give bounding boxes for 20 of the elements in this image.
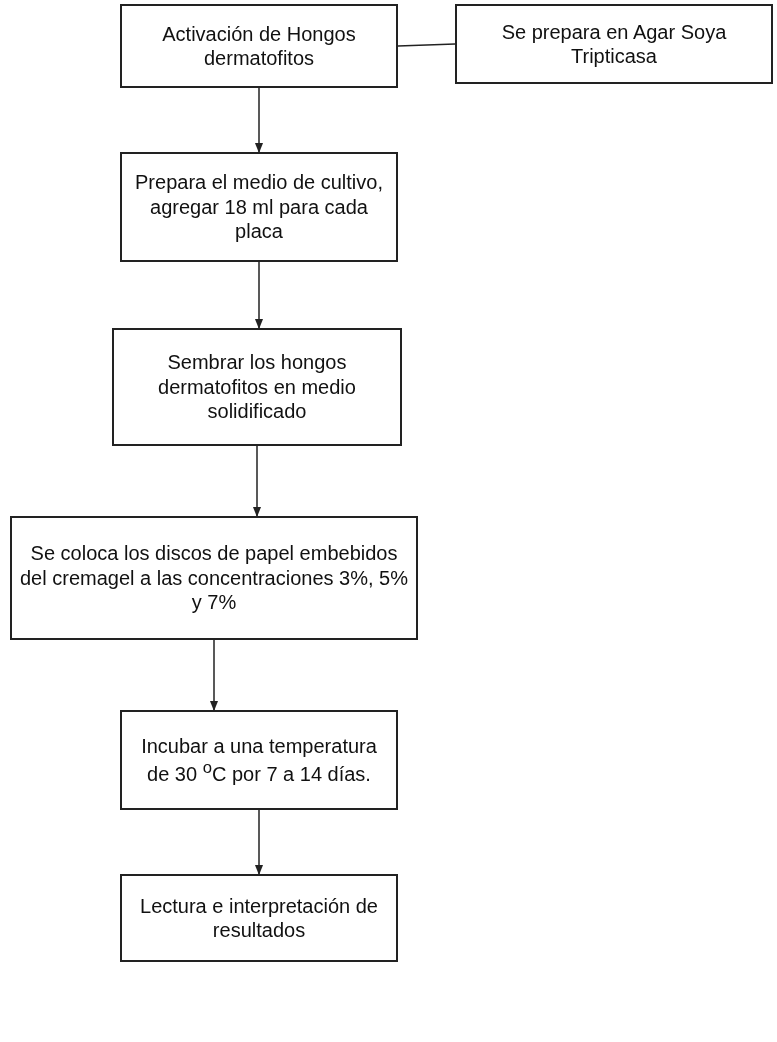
arrow	[254, 809, 264, 876]
step-text: Se prepara en Agar Soya Tripticasa	[500, 19, 728, 69]
step-text: Prepara el medio de cultivo, agregar 18 ml para cada placa	[134, 170, 384, 244]
process-box	[455, 4, 773, 84]
arrow	[209, 639, 219, 712]
process-box	[120, 710, 398, 810]
arrow	[254, 261, 264, 330]
step-text: Lectura e interpretación de resultados	[139, 893, 379, 943]
step-text: Sembrar los hongos dermatofitos en medio solidificado	[157, 350, 357, 424]
arrow	[254, 87, 264, 154]
step-text: Activación de Hongos dermatofitos	[161, 21, 357, 71]
process-box	[120, 152, 398, 262]
process-box	[120, 874, 398, 962]
process-box	[120, 4, 398, 88]
process-box	[10, 516, 418, 640]
process-box	[112, 328, 402, 446]
arrow	[252, 445, 262, 518]
connector-line	[397, 43, 456, 47]
step-text: Incubar a una temperatura de 30 $^{o}$C por 7 a 14 días.	[140, 733, 378, 787]
step-text: Se coloca los discos de papel embebidos del cremagel a las concentraciones 3%, 5% y 7%	[20, 541, 408, 615]
